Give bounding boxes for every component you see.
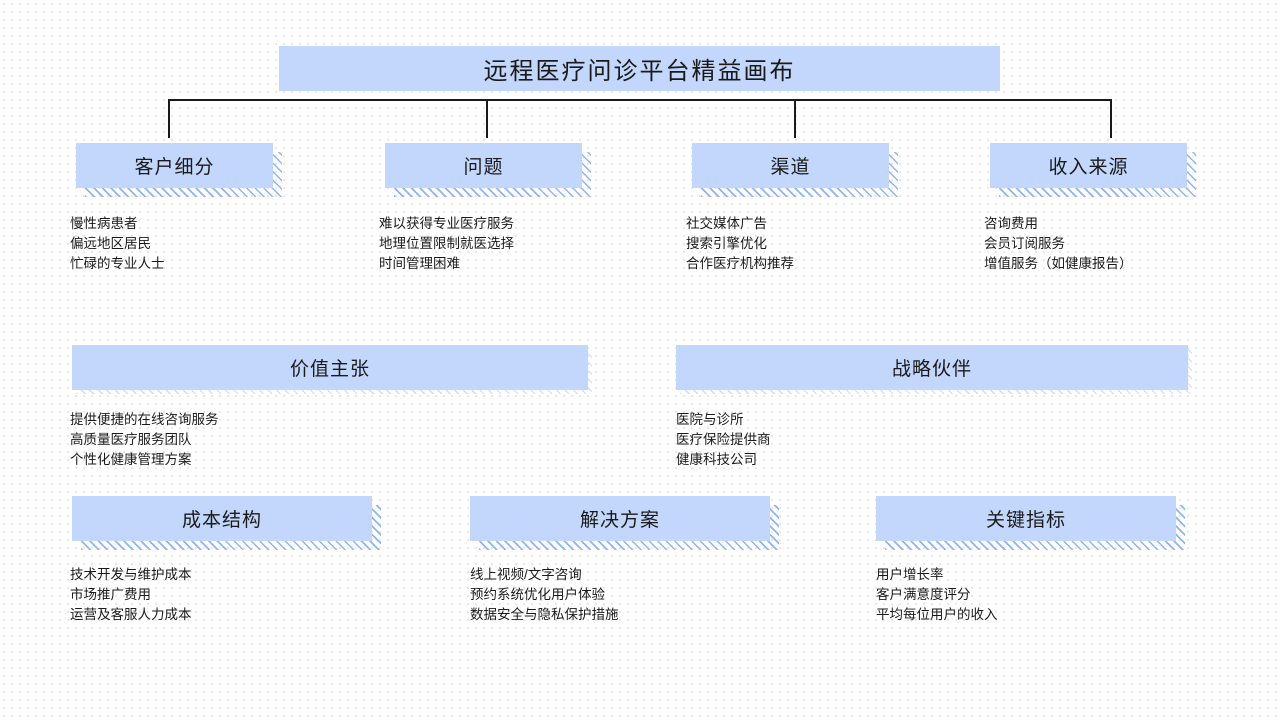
list-item: 医疗保险提供商 xyxy=(676,432,771,447)
box-fill-value-proposition xyxy=(72,345,588,390)
section-header-revenue-streams: 收入来源 xyxy=(990,143,1196,197)
list-item: 线上视频/文字咨询 xyxy=(470,567,582,582)
section-header-solution: 解决方案 xyxy=(470,496,779,550)
box-fill-revenue-streams xyxy=(990,143,1187,188)
section-title-channels: 渠道 xyxy=(770,157,811,178)
box-fill-key-partners xyxy=(676,345,1188,390)
list-item: 增值服务（如健康报告） xyxy=(984,256,1133,271)
list-item: 医院与诊所 xyxy=(676,412,744,427)
section-title-cost-structure: 成本结构 xyxy=(181,510,262,531)
section-title-revenue-streams: 收入来源 xyxy=(1048,157,1129,178)
diagram-title-text: 远程医疗问诊平台精益画布 xyxy=(483,58,796,85)
section-header-key-metrics: 关键指标 xyxy=(876,496,1185,550)
list-item: 预约系统优化用户体验 xyxy=(470,587,605,602)
box-fill-key-metrics xyxy=(876,496,1176,541)
section-items-problem: 难以获得专业医疗服务 地理位置限制就医选择 时间管理困难 xyxy=(379,214,514,274)
section-items-customer-segments: 慢性病患者 偏远地区居民 忙碌的专业人士 xyxy=(70,214,165,274)
list-item: 会员订阅服务 xyxy=(984,236,1065,251)
box-fill-solution xyxy=(470,496,770,541)
list-item: 市场推广费用 xyxy=(70,587,151,602)
list-item: 客户满意度评分 xyxy=(876,587,971,602)
title-box-fill xyxy=(279,46,1000,91)
section-title-customer-segments: 客户细分 xyxy=(134,157,215,178)
list-item: 用户增长率 xyxy=(876,567,944,582)
section-items-channels: 社交媒体广告 搜索引擎优化 合作医疗机构推荐 xyxy=(686,214,794,274)
list-item: 合作医疗机构推荐 xyxy=(686,256,794,271)
box-fill-channels xyxy=(692,143,889,188)
connector-drop-problem xyxy=(486,99,488,138)
section-items-solution: 线上视频/文字咨询 预约系统优化用户体验 数据安全与隐私保护措施 xyxy=(470,565,619,625)
list-item: 偏远地区居民 xyxy=(70,236,151,251)
list-item: 个性化健康管理方案 xyxy=(70,452,192,467)
section-header-problem: 问题 xyxy=(385,143,591,197)
list-item: 高质量医疗服务团队 xyxy=(70,432,192,447)
section-header-key-partners: 战略伙伴 xyxy=(676,345,1192,394)
section-title-solution: 解决方案 xyxy=(579,510,660,531)
section-items-revenue-streams: 咨询费用 会员订阅服务 增值服务（如健康报告） xyxy=(984,214,1133,274)
list-item: 地理位置限制就医选择 xyxy=(379,236,514,251)
section-items-cost-structure: 技术开发与维护成本 市场推广费用 运营及客服人力成本 xyxy=(70,565,192,625)
section-header-value-proposition: 价值主张 xyxy=(72,345,592,394)
box-fill-problem xyxy=(385,143,582,188)
list-item: 健康科技公司 xyxy=(676,452,757,467)
connector-drop-revenue xyxy=(1110,99,1112,138)
box-fill-cost-structure xyxy=(72,496,372,541)
list-item: 数据安全与隐私保护措施 xyxy=(470,607,619,622)
list-item: 咨询费用 xyxy=(984,216,1038,231)
box-fill-customer-segments xyxy=(76,143,273,188)
list-item: 忙碌的专业人士 xyxy=(70,256,165,271)
connector-drop-customer xyxy=(168,99,170,138)
connector-drop-channel xyxy=(794,99,796,138)
section-title-key-metrics: 关键指标 xyxy=(985,510,1066,531)
list-item: 平均每位用户的收入 xyxy=(876,607,998,622)
section-header-channels: 渠道 xyxy=(692,143,898,197)
section-title-problem: 问题 xyxy=(463,157,504,178)
section-items-key-metrics: 用户增长率 客户满意度评分 平均每位用户的收入 xyxy=(876,565,998,625)
diagram-title-box: 远程医疗问诊平台精益画布 xyxy=(279,46,1000,91)
list-item: 难以获得专业医疗服务 xyxy=(379,216,514,231)
list-item: 提供便捷的在线咨询服务 xyxy=(70,412,219,427)
list-item: 慢性病患者 xyxy=(70,216,138,231)
list-item: 运营及客服人力成本 xyxy=(70,607,192,622)
list-item: 时间管理困难 xyxy=(379,256,460,271)
connector-horizontal-bar xyxy=(168,99,1112,101)
section-items-value-proposition: 提供便捷的在线咨询服务 高质量医疗服务团队 个性化健康管理方案 xyxy=(70,410,219,470)
list-item: 技术开发与维护成本 xyxy=(70,567,192,582)
section-title-value-proposition: 价值主张 xyxy=(289,359,370,380)
section-header-customer-segments: 客户细分 xyxy=(76,143,282,197)
section-title-key-partners: 战略伙伴 xyxy=(891,359,972,380)
list-item: 搜索引擎优化 xyxy=(686,236,767,251)
section-header-cost-structure: 成本结构 xyxy=(72,496,381,550)
list-item: 社交媒体广告 xyxy=(686,216,767,231)
section-items-key-partners: 医院与诊所 医疗保险提供商 健康科技公司 xyxy=(676,410,771,470)
